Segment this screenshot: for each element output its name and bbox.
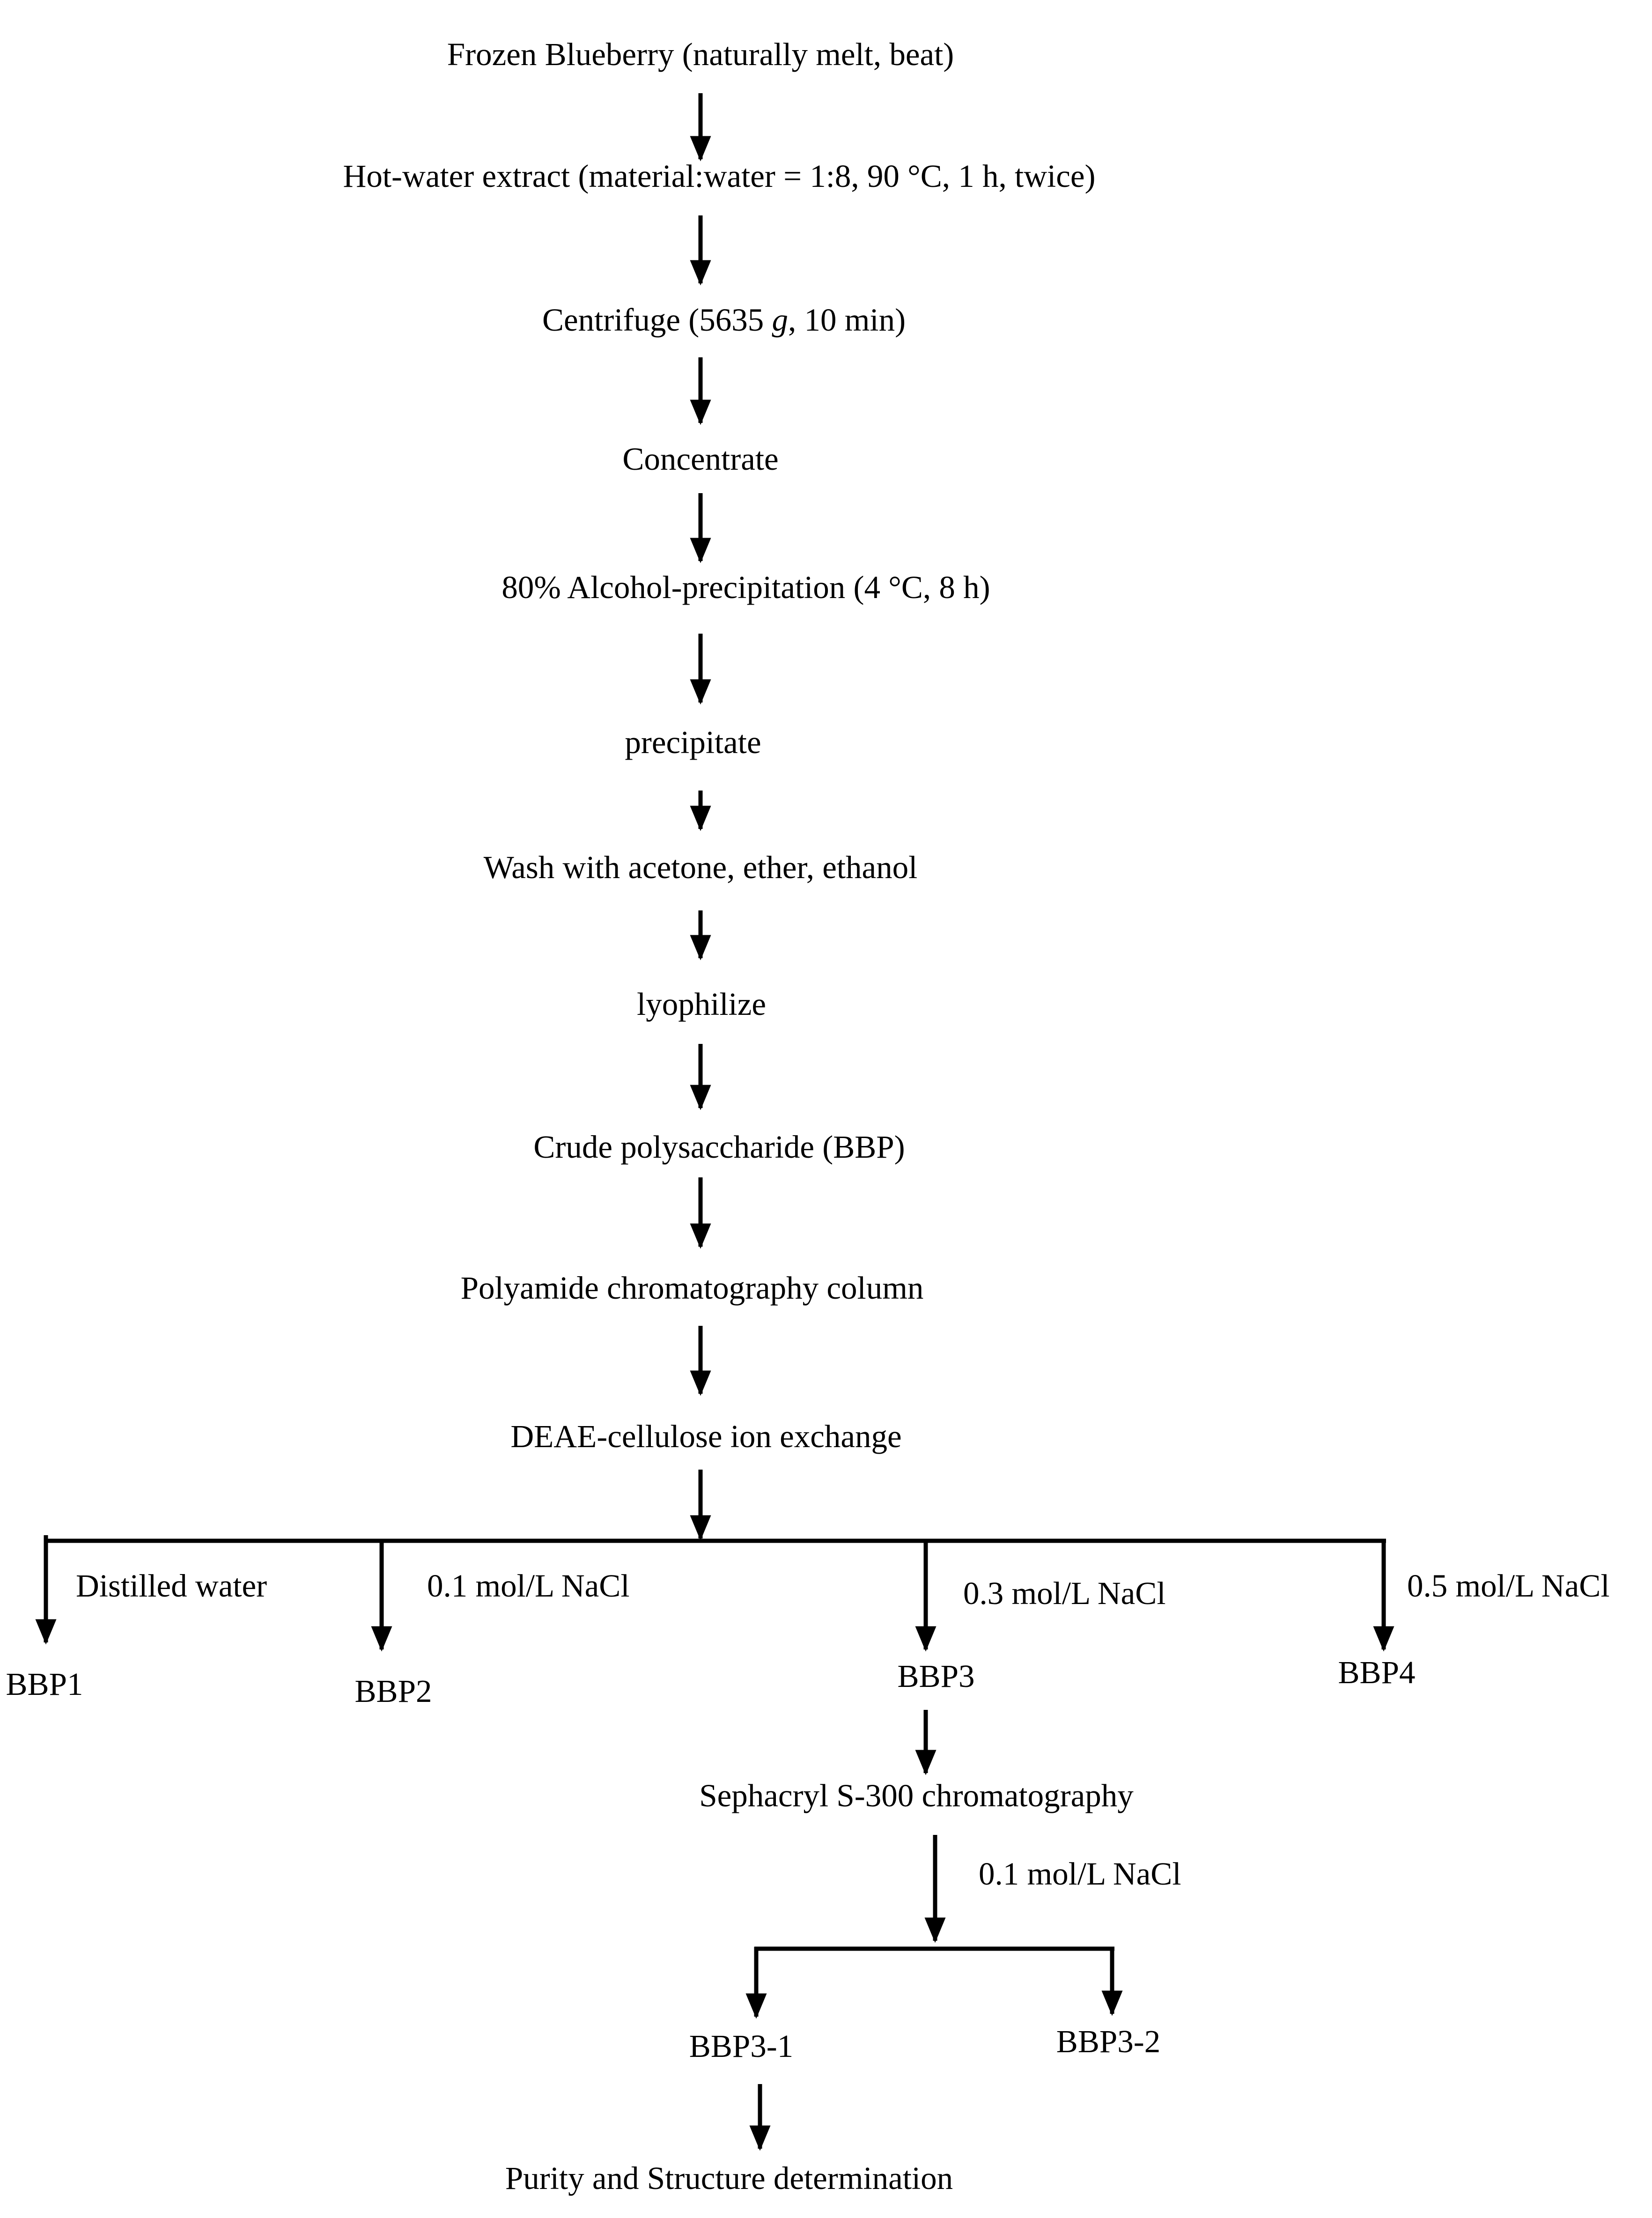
eluent-0-3-nacl: 0.3 mol/L NaCl — [963, 1575, 1166, 1611]
step-sephacryl: Sephacryl S-300 chromatography — [699, 1778, 1134, 1813]
step-alcohol-precipitation: 80% Alcohol-precipitation (4 °C, 8 h) — [502, 569, 990, 605]
eluent-sephacryl-nacl: 0.1 mol/L NaCl — [979, 1856, 1181, 1892]
centrifuge-text-end: , 10 min) — [788, 302, 906, 338]
step-lyophilize: lyophilize — [637, 986, 766, 1022]
step-frozen-blueberry: Frozen Blueberry (naturally melt, beat) — [447, 37, 954, 72]
centrifuge-g-unit: g — [772, 302, 788, 338]
centrifuge-text-start: Centrifuge (5635 — [542, 302, 772, 338]
step-hot-water-extract: Hot-water extract (material:water = 1:8,… — [343, 158, 1096, 194]
eluent-0-5-nacl: 0.5 mol/L NaCl — [1407, 1568, 1610, 1604]
step-deae-cellulose: DEAE-cellulose ion exchange — [510, 1419, 902, 1454]
fraction-bbp3-1: BBP3-1 — [689, 2028, 794, 2064]
step-centrifuge: Centrifuge (5635 g, 10 min) — [542, 304, 906, 336]
step-purity-structure: Purity and Structure determination — [505, 2160, 953, 2196]
eluent-distilled-water: Distilled water — [76, 1568, 267, 1604]
step-polyamide-column: Polyamide chromatography column — [460, 1270, 924, 1306]
fraction-bbp2: BBP2 — [354, 1673, 432, 1709]
step-crude-polysaccharide: Crude polysaccharide (BBP) — [533, 1129, 905, 1165]
fraction-bbp3-2: BBP3-2 — [1056, 2024, 1161, 2059]
fraction-bbp4: BBP4 — [1338, 1655, 1416, 1690]
fraction-bbp3: BBP3 — [897, 1658, 975, 1694]
step-concentrate: Concentrate — [622, 441, 779, 477]
fraction-bbp1: BBP1 — [6, 1666, 83, 1702]
step-precipitate: precipitate — [625, 725, 761, 760]
step-wash: Wash with acetone, ether, ethanol — [483, 850, 918, 885]
eluent-0-1-nacl: 0.1 mol/L NaCl — [427, 1568, 630, 1604]
